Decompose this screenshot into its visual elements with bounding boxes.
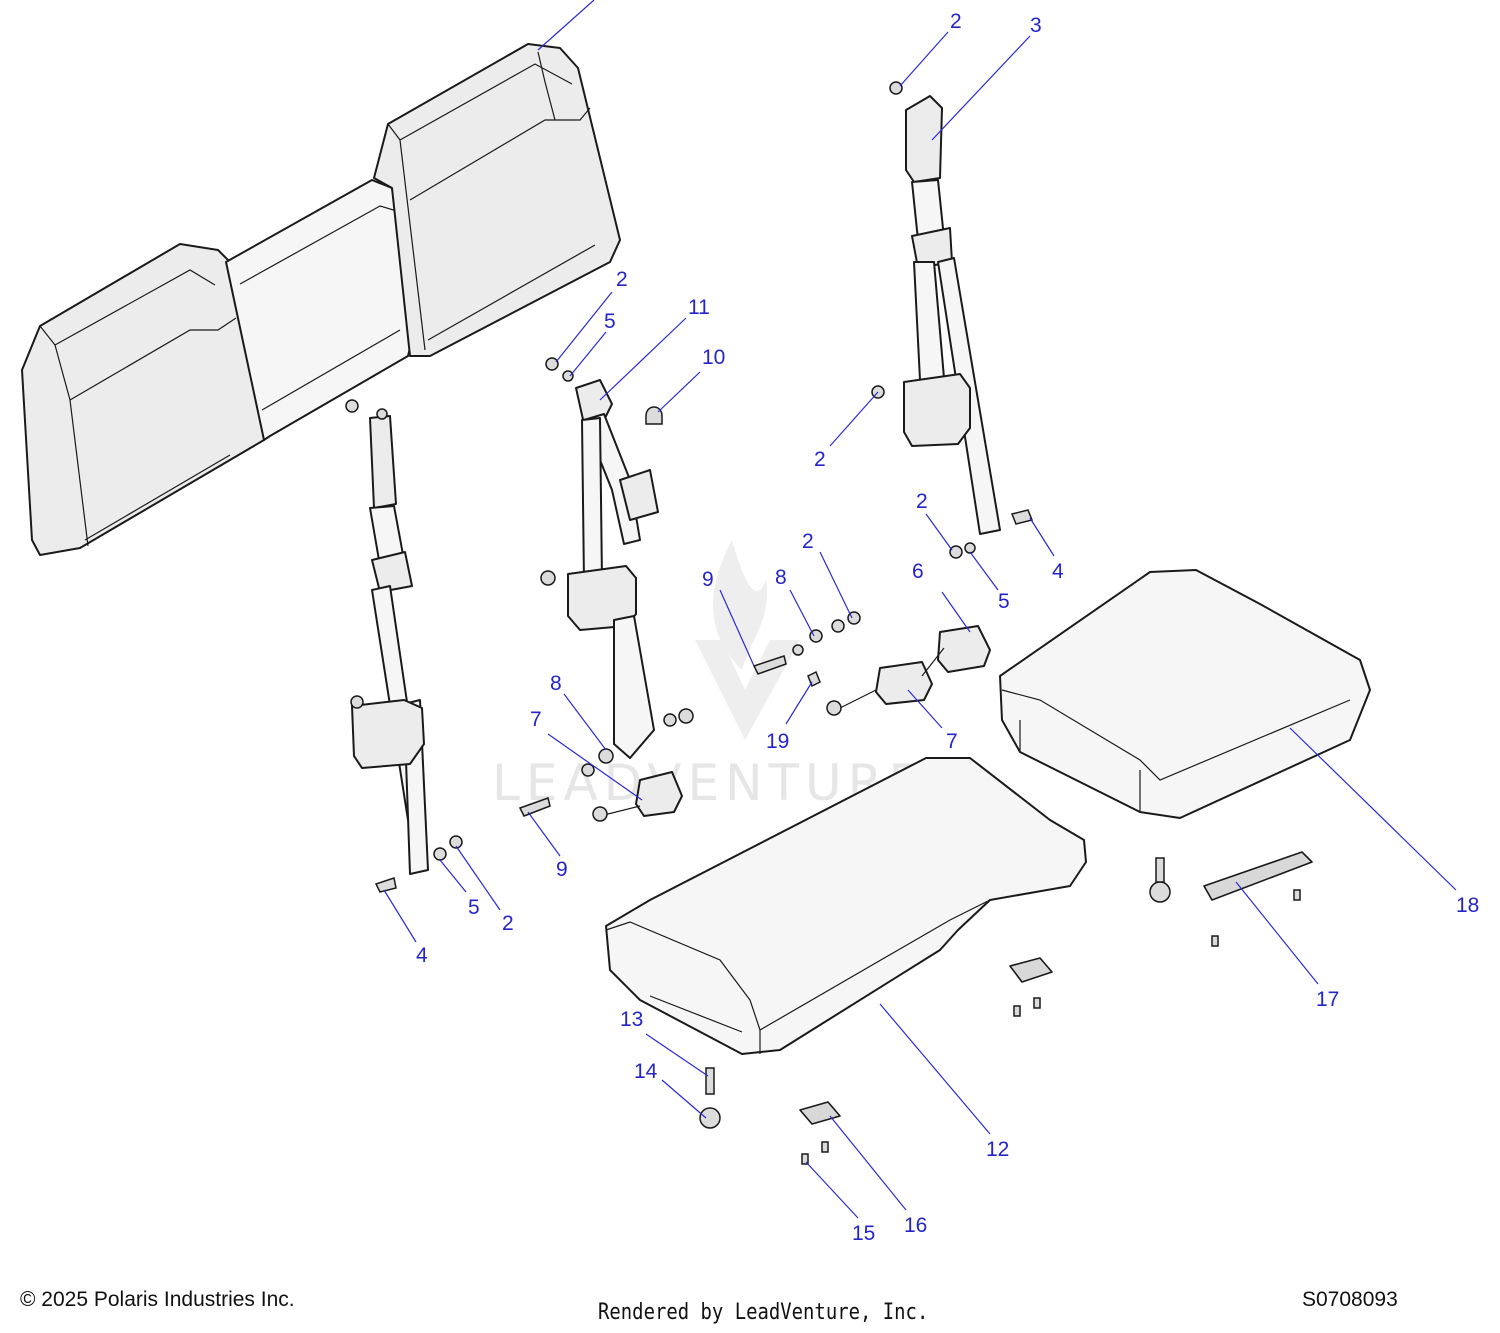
callout-7: 7 [946,730,958,753]
seat-bottom-right [999,569,1371,819]
callout-5: 5 [468,896,480,919]
callout-19: 19 [766,730,789,753]
callout-14: 14 [634,1060,658,1083]
copyright-text: © 2025 Polaris Industries Inc. [20,1288,295,1311]
diagram-id: S0708093 [1302,1288,1398,1311]
callout-8: 8 [775,566,787,589]
seatbelt-right [871,81,1034,559]
mounting-brackets [699,851,1313,1165]
callout-8: 8 [550,672,562,695]
callout-15: 15 [852,1222,875,1245]
callout-13: 13 [620,1008,643,1031]
callout-2: 2 [802,530,814,553]
callout-17: 17 [1316,988,1339,1011]
callout-12: 12 [986,1138,1009,1161]
seat-bottom-left [605,757,1087,1055]
seat-back [21,43,621,556]
leader-lines [383,0,1457,1219]
callout-9: 9 [702,568,714,591]
callout-5: 5 [998,590,1010,613]
callout-labels: 2 3 2 5 11 10 2 2 5 4 6 9 8 2 19 7 8 7 9… [416,10,1479,1245]
callout-2: 2 [950,10,962,33]
callout-7: 7 [530,708,542,731]
callout-2: 2 [916,490,928,513]
callout-10: 10 [702,346,725,369]
callout-18: 18 [1456,894,1479,917]
callout-5: 5 [604,310,616,333]
seatbelt-left [345,399,429,875]
callout-3: 3 [1030,14,1042,37]
callout-11: 11 [688,296,710,319]
callout-4: 4 [416,944,428,967]
callout-2: 2 [502,912,514,935]
rendered-by-text: Rendered by LeadVenture, Inc. [598,1300,929,1325]
callout-6: 6 [912,560,924,583]
callout-9: 9 [556,858,568,881]
callout-16: 16 [904,1214,927,1237]
seatbelt-center [540,357,694,759]
callout-2: 2 [616,268,628,291]
callout-2: 2 [814,448,826,471]
callout-4: 4 [1052,560,1064,583]
buckle-hardware [374,611,991,893]
